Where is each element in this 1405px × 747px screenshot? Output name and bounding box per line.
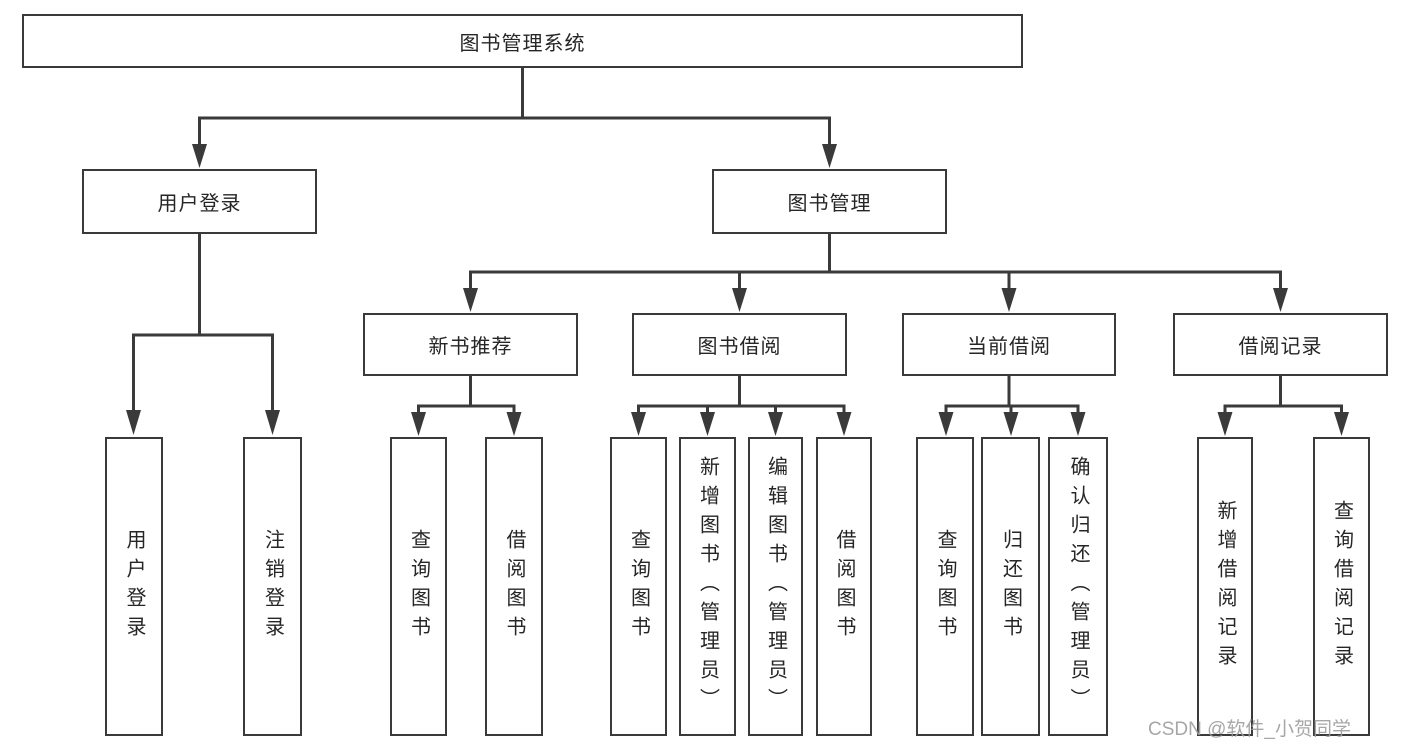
leaf-edit-books-admin: 编辑图书（管理员）: [748, 437, 803, 736]
node-label: 图书管理系统: [459, 32, 586, 55]
leaf-logout: 注销登录: [243, 437, 302, 736]
node-label: 图书借阅: [697, 336, 782, 358]
node-new-book-recommend: 新书推荐: [363, 313, 578, 376]
node-label: 用户登录: [123, 528, 145, 645]
node-label: 查询借阅记录: [1330, 499, 1353, 674]
node-label: 新书推荐: [428, 336, 513, 358]
node-current-borrow: 当前借阅: [902, 313, 1116, 376]
leaf-borrow-books: 借阅图书: [816, 437, 872, 736]
node-label: 归还图书: [999, 528, 1022, 645]
node-label: 查询图书: [934, 528, 956, 645]
leaf-query-books-recommend: 查询图书: [390, 437, 447, 736]
leaf-borrow-books-recommend: 借阅图书: [485, 437, 543, 736]
node-label: 图书管理: [787, 193, 872, 215]
leaf-query-books-borrow: 查询图书: [610, 437, 667, 736]
node-label: 新增借阅记录: [1214, 499, 1236, 674]
node-label: 编辑图书（管理员）: [764, 456, 787, 717]
node-label: 查询图书: [627, 528, 650, 645]
node-label: 查询图书: [407, 528, 430, 645]
node-label: 借阅图书: [503, 528, 525, 645]
node-label: 用户登录: [157, 193, 242, 215]
node-label: 确认归还（管理员）: [1067, 456, 1089, 717]
node-book-borrow: 图书借阅: [632, 313, 847, 376]
node-user-login: 用户登录: [82, 169, 317, 234]
csdn-watermark: CSDN @软件_小贺同学: [1148, 719, 1351, 740]
node-label: 当前借阅: [967, 336, 1051, 358]
arrowheads: [126, 144, 1349, 436]
node-label: 借阅记录: [1238, 336, 1323, 358]
node-borrow-records: 借阅记录: [1173, 313, 1388, 376]
leaf-add-borrow-record: 新增借阅记录: [1197, 437, 1253, 736]
leaf-query-books-current: 查询图书: [916, 437, 974, 736]
leaf-confirm-return-admin: 确认归还（管理员）: [1048, 437, 1108, 736]
leaf-return-books: 归还图书: [981, 437, 1040, 736]
node-book-management: 图书管理: [712, 169, 947, 234]
node-library-management-system: 图书管理系统: [22, 14, 1023, 68]
leaf-query-borrow-record: 查询借阅记录: [1313, 437, 1370, 736]
leaf-user-login: 用户登录: [105, 437, 163, 736]
node-label: 借阅图书: [833, 528, 855, 645]
node-label: 新增图书（管理员）: [696, 456, 719, 717]
leaf-add-books-admin: 新增图书（管理员）: [679, 437, 736, 736]
node-label: 注销登录: [261, 528, 284, 645]
